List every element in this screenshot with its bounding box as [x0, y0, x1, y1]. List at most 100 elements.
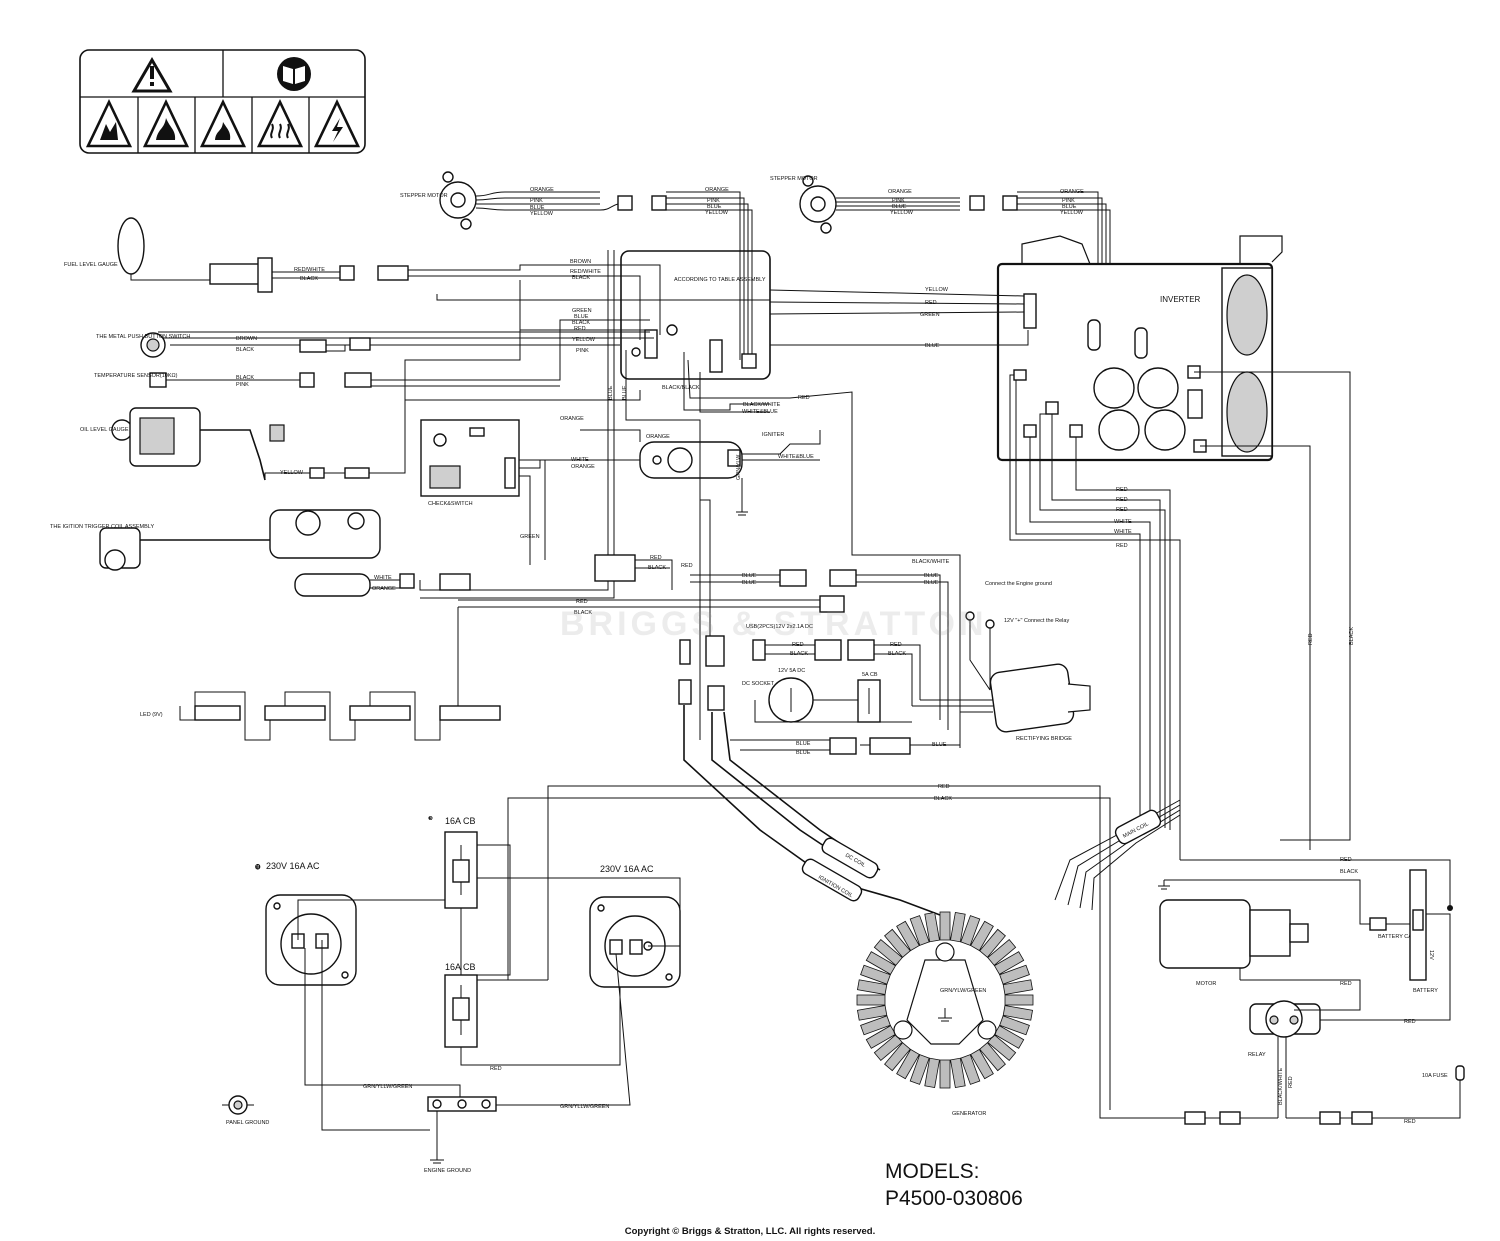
- wire-label-orange-5: ORANGE: [571, 464, 595, 470]
- wire-label-red-17: RED: [1340, 981, 1352, 987]
- wire-label-orange-1: ORANGE: [530, 187, 554, 193]
- usb-port: [752, 639, 921, 706]
- starter-motor: [1159, 899, 1309, 980]
- oil-level-gauge: [111, 407, 370, 481]
- panel-ground-label: PANEL GROUND: [226, 1120, 269, 1126]
- bottom-connector-2: [1219, 1111, 1241, 1125]
- wire-label-black-4: BLACK: [236, 347, 254, 353]
- wire-label-white-1: WHITE: [571, 457, 589, 463]
- ignition-coil-sleeve: [801, 858, 863, 902]
- wire-label-orange-4: ORANGE: [1060, 189, 1084, 195]
- wire-label-orange-2: ORANGE: [705, 187, 729, 193]
- inverter: [996, 235, 1283, 462]
- stepper-motor-1: [439, 171, 633, 230]
- stator-tooth: [860, 1015, 891, 1036]
- fire-icon: [142, 98, 190, 148]
- blue-connector-1: [779, 569, 807, 587]
- wire-label-blue-8: BLUE: [925, 343, 940, 349]
- stator-tooth: [884, 1042, 911, 1072]
- generator-ground-label: GRN/YLW/GREEN: [940, 988, 986, 994]
- blue-connector-2: [829, 569, 857, 587]
- breaker-16a-top: [444, 831, 478, 909]
- harness-connector-3: [678, 679, 692, 705]
- dc-connector-main: [594, 554, 636, 582]
- dc-socket: [754, 677, 912, 723]
- usb-label: USB(2PCS)12V 2x2.1A DC: [746, 624, 813, 630]
- wire-label-blue-9: BLUE: [742, 573, 757, 579]
- breaker-16a-top-label: 16A CB: [445, 816, 476, 826]
- stator-tooth: [857, 979, 888, 995]
- stepper-motor-2-label: STEPPER MOTOR: [770, 176, 818, 182]
- wire-label-red-2: RED: [798, 395, 810, 401]
- wire-label-black-12: BLACK: [1340, 869, 1358, 875]
- bottom-connector-4: [1351, 1111, 1373, 1125]
- wire-label-red-18: RED: [1404, 1019, 1416, 1025]
- wire-label-black-1: BLACK: [300, 276, 318, 282]
- wire-label-red-8: RED: [1308, 633, 1314, 645]
- wire-label-yellow-2: YELLOW: [705, 210, 729, 216]
- stator-tooth: [970, 920, 994, 952]
- wire-label-blue-4: BLUE: [1062, 204, 1077, 210]
- wire-label-red-1: RED: [574, 326, 586, 332]
- wire-label-red-5: RED: [1116, 497, 1128, 503]
- breaker-5a: [857, 679, 881, 723]
- shock-icon: [313, 98, 361, 148]
- wire-label-white-4: WHITE: [374, 575, 392, 581]
- wire-label-pink-3: PINK: [892, 198, 905, 204]
- models-number: P4500-030806: [885, 1187, 1023, 1210]
- bottom-connector-3: [1319, 1111, 1341, 1125]
- relay-label: RELAY: [1248, 1052, 1266, 1058]
- stepper-1-connector: [651, 195, 667, 211]
- wire-label-green-3: GREEN: [920, 312, 940, 318]
- breaker-16a-bottom-label: 16A CB: [445, 962, 476, 972]
- stator-tooth: [896, 1048, 920, 1080]
- bottom-connector-1: [1184, 1111, 1206, 1125]
- outlet-right: [477, 877, 681, 1106]
- wire-label-blue-3: BLUE: [892, 204, 907, 210]
- dc-coil-sleeve: [821, 837, 879, 879]
- stator-tooth: [1002, 1005, 1033, 1021]
- manual-book-icon: [277, 57, 311, 91]
- wire-label-black-white-2: BLACK/WHITE: [912, 559, 950, 565]
- stator-tooth: [856, 994, 886, 1006]
- stator-tooth: [960, 915, 981, 946]
- stator-tooth: [865, 951, 897, 975]
- wire-label-white-2: WHITE: [1114, 519, 1132, 525]
- fuel-level-gauge-label: FUEL LEVEL GAUGE: [64, 262, 118, 268]
- breaker-16a-bottom: [444, 974, 478, 1048]
- wire-label-brown-2: BROWN: [236, 336, 257, 342]
- wire-label-red-13: RED: [890, 642, 902, 648]
- wire-label-pink-6: PINK: [236, 382, 249, 388]
- wire-label-blue-11: BLUE: [924, 573, 939, 579]
- wire-label-blue-14: BLUE: [796, 750, 811, 756]
- wire-label-blue-6: BLUE: [608, 385, 614, 400]
- oil-level-gauge-label: OIL LEVEL GAUGE: [80, 427, 129, 433]
- stator-tooth: [939, 1059, 951, 1089]
- wire-label-green-2: GREEN: [520, 534, 540, 540]
- wire-label-red-white-2: RED/WHITE: [570, 269, 601, 275]
- wire-label-white-3: WHITE: [1114, 529, 1132, 535]
- wire-label-red-10: RED: [681, 563, 693, 569]
- wire-label-pink-1: PINK: [530, 198, 543, 204]
- rectifying-bridge: [912, 663, 1091, 733]
- wire-label-black-8: BLACK: [574, 610, 592, 616]
- main-coil-sleeve: [1114, 809, 1162, 845]
- check-switch-board: [420, 419, 520, 497]
- stator-tooth: [993, 1025, 1025, 1049]
- wire-label-red-14: RED: [938, 784, 950, 790]
- panel-ground: [222, 1095, 254, 1115]
- wire-label-red-12: RED: [792, 642, 804, 648]
- dc-coil-connector-1: [829, 737, 857, 755]
- wire-label-blue-7: BLUE: [622, 385, 628, 400]
- outlet-left-label: 230V 16A AC: [266, 861, 320, 871]
- wire-label-grn-ylw-green-1: GRN/YLLW/GREEN: [363, 1084, 412, 1090]
- push-button-switch: [140, 332, 371, 358]
- flammable-icon: [199, 98, 247, 148]
- wire-label-red-19: RED: [1288, 1076, 1294, 1088]
- stator-mount-hole: [977, 1020, 997, 1040]
- brand-watermark: BRIGGS & STRATTON: [560, 605, 988, 643]
- breaker-5a-label: 5A CB: [862, 672, 878, 678]
- wire-label-blue-1: BLUE: [530, 205, 545, 211]
- outlet-right-label: 230V 16A AC: [600, 864, 654, 874]
